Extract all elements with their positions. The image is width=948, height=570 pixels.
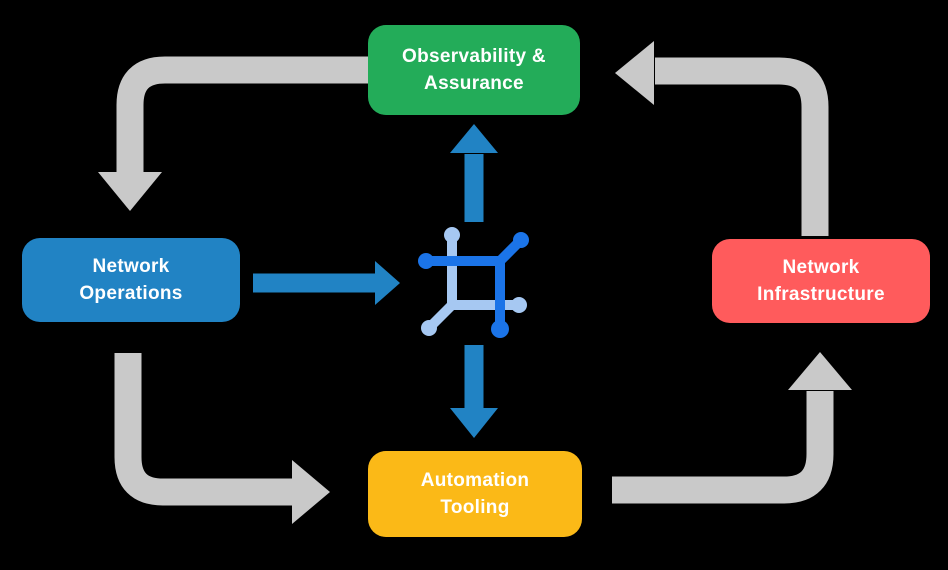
node-observability: Observability & Assurance xyxy=(368,25,580,115)
arrow-observability-to-operations xyxy=(98,56,368,211)
node-network-infrastructure: Network Infrastructure xyxy=(712,239,930,323)
node-network-operations: Network Operations xyxy=(22,238,240,322)
node-network-operations-label: Network Operations xyxy=(79,256,183,304)
node-automation-tooling: Automation Tooling xyxy=(368,451,582,537)
arrow-center-to-observability xyxy=(450,124,498,222)
node-automation-tooling-label: Automation Tooling xyxy=(420,470,530,518)
node-network-infrastructure-label: Network Infrastructure xyxy=(757,257,885,305)
arrow-tooling-to-infrastructure xyxy=(612,352,852,504)
arrow-operations-to-center xyxy=(253,261,400,305)
arrow-center-to-tooling xyxy=(450,345,498,438)
node-observability-label: Observability & Assurance xyxy=(402,46,546,94)
arrow-infrastructure-to-observability xyxy=(615,41,829,236)
arrow-operations-to-tooling xyxy=(114,353,330,524)
network-fabric-icon xyxy=(418,227,529,338)
